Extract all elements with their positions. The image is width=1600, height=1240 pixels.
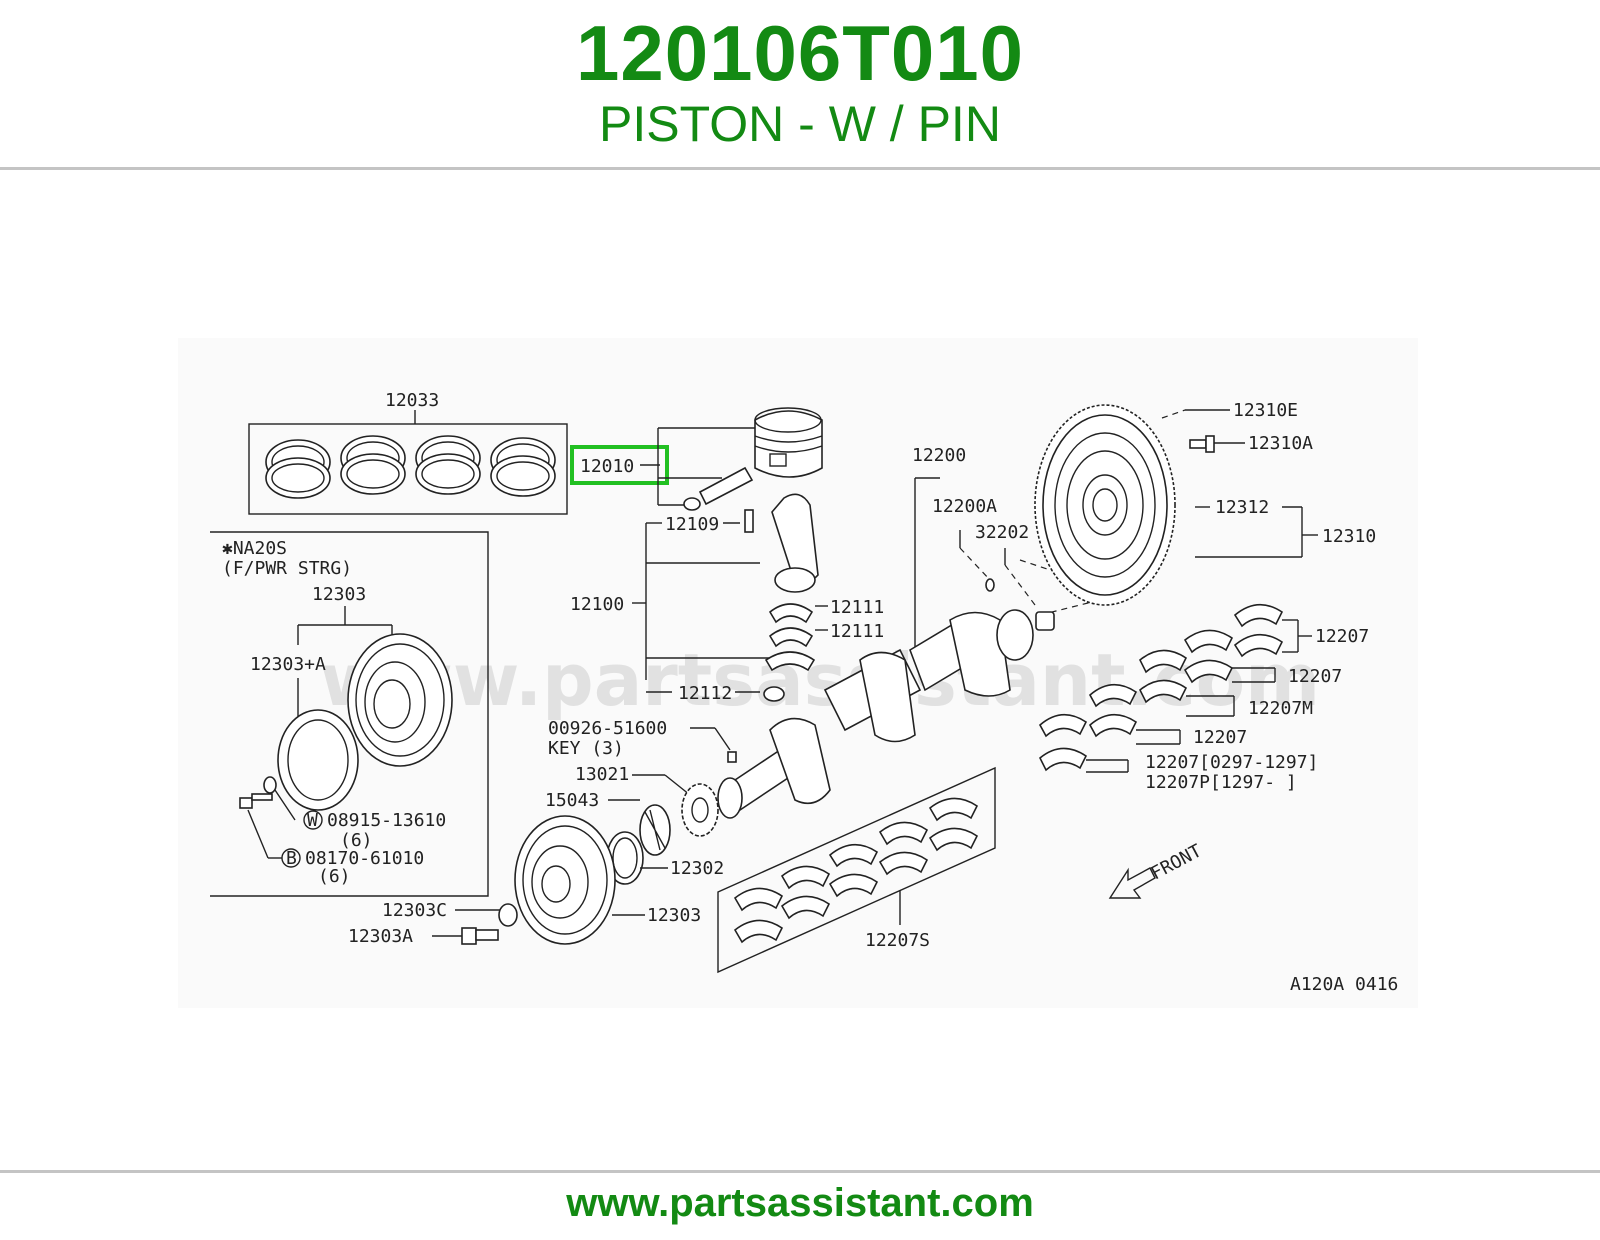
label-12303: 12303 [647, 905, 701, 926]
label-12207p-range: 12207P[1297- ] [1145, 772, 1297, 793]
label-13021: 13021 [575, 764, 629, 785]
flywheel-assembly[interactable]: 12310E 12310A 12312 12310 [1034, 400, 1376, 606]
bearing-shell-icon [733, 797, 979, 944]
label-12310a: 12310A [1248, 433, 1313, 454]
label-12010: 12010 [580, 456, 634, 477]
label-12303-plus-a: 12303+A [250, 654, 326, 675]
label-fpwr-strg: (F/PWR STRG) [222, 558, 352, 579]
label-12200a: 12200A [932, 496, 997, 517]
label-12112: 12112 [678, 683, 732, 704]
label-12207-3: 12207 [1193, 727, 1247, 748]
connecting-rod-icon [744, 493, 819, 593]
diagram-code: A120A 0416 [1290, 974, 1398, 995]
footer-divider [0, 1170, 1600, 1173]
front-crank-parts[interactable]: 00926-51600 KEY (3) 13021 15043 12302 [348, 718, 737, 947]
crankshaft-assembly[interactable]: 12200 12200A 32202 [717, 445, 1111, 819]
pulley-icon [277, 633, 453, 811]
bolt-icon [239, 776, 277, 809]
piston-ring-icon [265, 435, 556, 499]
main-bearing-set[interactable]: 12207 12207 12207M 12207 12207[0297-1297… [1038, 603, 1369, 793]
footer-website-link[interactable]: www.partsassistant.com [566, 1181, 1034, 1225]
label-12207-2: 12207 [1288, 666, 1342, 687]
header-divider [0, 167, 1600, 170]
crankshaft-icon [717, 578, 1055, 819]
crank-pulley-icon [514, 815, 616, 945]
label-12207s: 12207S [865, 930, 930, 951]
label-12111-lower: 12111 [830, 621, 884, 642]
label-12033: 12033 [385, 390, 439, 411]
label-12303-inset: 12303 [312, 584, 366, 605]
label-32202: 32202 [975, 522, 1029, 543]
oil-pump-gear-icon [639, 804, 671, 856]
sprocket-icon [681, 783, 719, 837]
piston-icon [754, 407, 823, 478]
label-12109: 12109 [665, 514, 719, 535]
part-number-title: 120106T010 [575, 9, 1025, 97]
bolt-icon [1189, 435, 1215, 453]
label-12303a: 12303A [348, 926, 413, 947]
label-12310e: 12310E [1233, 400, 1298, 421]
label-08170: 08170-61010 [305, 848, 424, 869]
label-12207m: 12207M [1248, 698, 1313, 719]
pulley-bolt-icon [461, 927, 499, 945]
label-na20s: ✱NA20S [222, 538, 287, 559]
label-circle-w: W [307, 810, 318, 831]
piston-with-pin[interactable]: 12010 [570, 407, 823, 511]
label-key-3: KEY (3) [548, 738, 624, 759]
label-12111-upper: 12111 [830, 597, 884, 618]
woodruff-key-icon [727, 751, 737, 763]
part-description: PISTON - W / PIN [599, 96, 1001, 152]
washer-symbol-icon [303, 810, 323, 830]
label-12207-1: 12207 [1315, 626, 1369, 647]
flywheel-icon [1034, 404, 1176, 606]
bearing-set-12207s[interactable]: 12207S [717, 766, 996, 974]
header: 120106T010 PISTON - W / PIN [0, 0, 1600, 168]
connecting-rod-assembly[interactable]: 12109 12100 12112 12111 12111 [570, 493, 884, 704]
label-circle-b: B [286, 848, 297, 869]
piston-ring-set[interactable]: 12033 [248, 390, 568, 515]
label-12312: 12312 [1215, 497, 1269, 518]
rod-bearing-icon [763, 603, 816, 702]
label-12302: 12302 [670, 858, 724, 879]
label-12303c: 12303C [382, 900, 447, 921]
piston-pin-icon [683, 466, 754, 511]
label-12100: 12100 [570, 594, 624, 615]
main-bearing-icon [1038, 603, 1284, 772]
selected-part-highlight [570, 445, 669, 485]
label-00926: 00926-51600 [548, 718, 667, 739]
label-qty-6-lower: (6) [318, 866, 351, 887]
washer-icon [498, 903, 518, 927]
label-qty-6-upper: (6) [340, 830, 373, 851]
label-15043: 15043 [545, 790, 599, 811]
label-12207-range: 12207[0297-1297] [1145, 752, 1318, 773]
label-12310: 12310 [1322, 526, 1376, 547]
label-12200: 12200 [912, 445, 966, 466]
bolt-symbol-icon [281, 848, 301, 868]
na20s-inset[interactable]: ✱NA20S (F/PWR STRG) 12303 12303+A W 0891… [210, 531, 489, 897]
label-08915: 08915-13610 [327, 810, 446, 831]
